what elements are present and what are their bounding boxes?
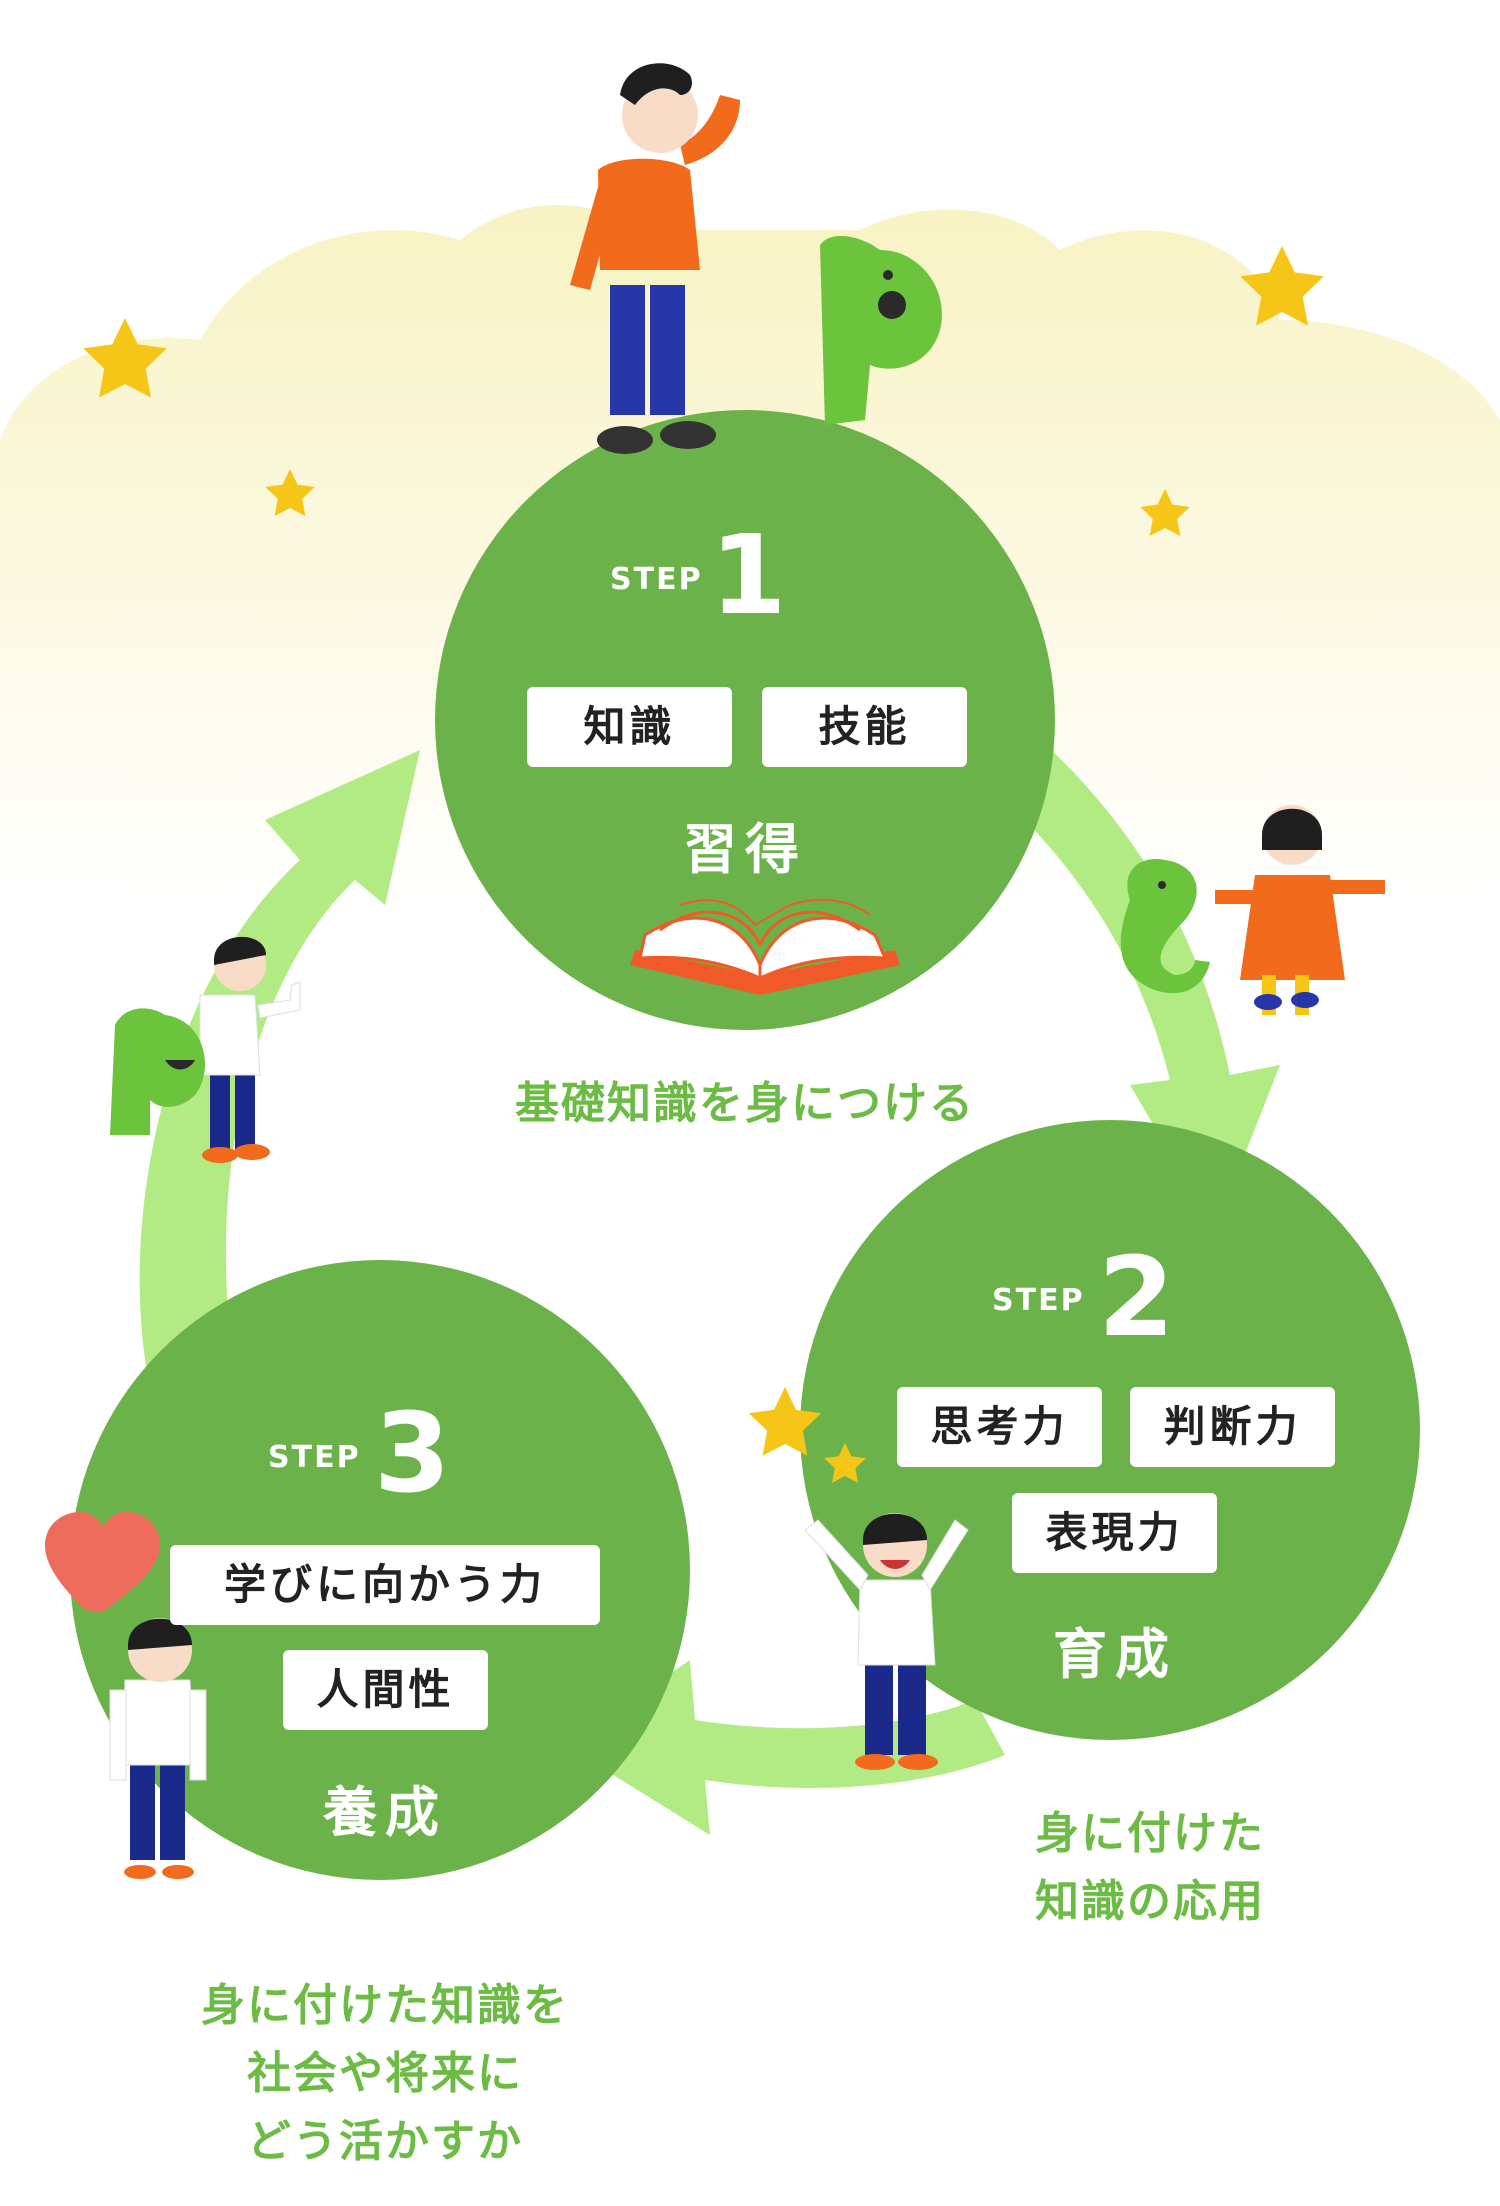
step2-tag-judgment: 判断力 [1130,1387,1335,1467]
step3-title: 養成 [323,1781,447,1844]
step1-tag-knowledge: 知識 [527,687,732,767]
step2-title: 育成 [1053,1623,1177,1686]
book-icon [630,898,900,995]
step1-circle [435,410,1055,1030]
step3-caption: 身に付けた知識を 社会や将来に どう活かすか [201,1980,569,2167]
step2-circle [800,1120,1420,1740]
step3-step-label: STEP [268,1440,361,1475]
step3-number: 3 [374,1389,451,1517]
step1-title: 習得 [683,818,807,881]
step2-step-label: STEP [992,1283,1085,1318]
step2-caption: 身に付けた 知識の応用 [1035,1808,1265,1927]
boy-illustration-cheering [804,1513,969,1770]
step3-tag-motivation: 学びに向かう力 [170,1545,600,1625]
step1-step-label: STEP [610,562,703,597]
arrow-step2-to-step3 [565,1660,1005,1835]
step1-caption: 基礎知識を身につける [515,1078,975,1129]
p-monster-illustration-top [820,235,942,425]
step1-tag-skill: 技能 [762,687,967,767]
arrow-step3-to-step1 [139,750,420,1390]
boy-illustration-left [110,936,301,1163]
arrow-step1-to-step2 [995,735,1280,1230]
e-monster-illustration [1120,859,1210,994]
step1-number: 1 [710,511,787,639]
boy-illustration-top [570,63,740,454]
cycle-arrows [139,735,1280,1835]
star-icon [83,246,1324,1483]
step2-number: 2 [1098,1233,1175,1361]
boy-illustration-standing [109,1618,207,1879]
girl-illustration [1215,805,1385,1015]
step2-tag-thinking: 思考力 [897,1387,1102,1467]
step2-tag-expression: 表現力 [1012,1493,1217,1573]
heart-icon [45,1512,160,1612]
step3-tag-humanity: 人間性 [283,1650,488,1730]
